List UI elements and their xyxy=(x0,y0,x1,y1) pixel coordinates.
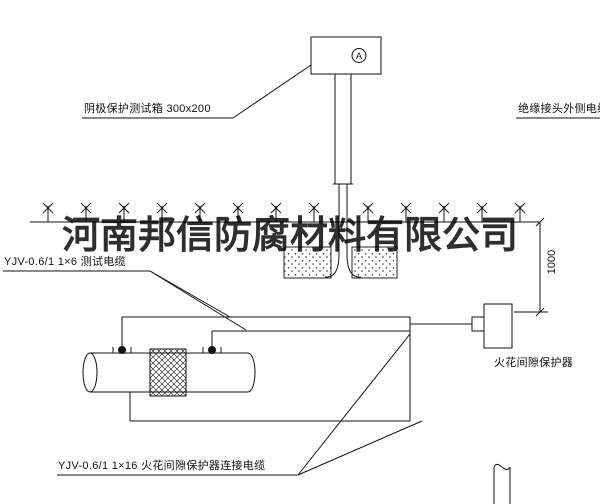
insulated-joint-cable-label: 绝缘接头外侧电缆 xyxy=(518,103,600,115)
test-box: A xyxy=(310,36,382,75)
circle-a-symbol: A xyxy=(351,48,367,63)
test-box-label: 阴极保护测试箱 300x200 xyxy=(84,103,211,115)
spark-gap-protector xyxy=(471,303,513,349)
company-watermark: 河南邦信防腐材料有限公司 xyxy=(62,215,519,257)
svg-text:A: A xyxy=(356,51,362,61)
test-cable-label: YJV-0.6/1 1×6 测试电缆 xyxy=(4,256,126,268)
ground-line xyxy=(30,202,540,223)
concrete-blocks xyxy=(283,246,398,279)
connection-cable-label: YJV-0.6/1 1×16 火花间隙保护器连接电缆 xyxy=(58,460,266,472)
pipeline xyxy=(82,346,256,397)
spark-gap-protector-label: 火花间隙保护器 xyxy=(494,357,574,369)
leader-lines xyxy=(3,64,600,476)
dimension-value: 1000 xyxy=(546,249,558,275)
pipe-break-symbol xyxy=(493,463,511,504)
cable-weld-points xyxy=(112,346,222,354)
insulating-joint xyxy=(149,348,187,397)
dimension-line xyxy=(514,217,548,317)
